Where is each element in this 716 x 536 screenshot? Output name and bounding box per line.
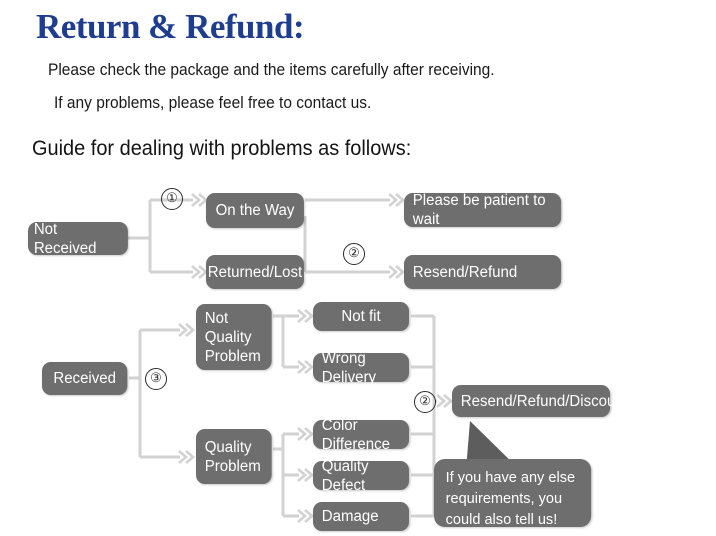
- node-not-received[interactable]: Not Received: [28, 221, 128, 257]
- guide-heading: Guide for dealing with problems as follo…: [32, 137, 412, 160]
- arrowhead-resendrefunddiscount: [436, 394, 453, 408]
- node-damage[interactable]: Damage: [313, 502, 410, 531]
- node-please-be-patient[interactable]: Please be patient to wait: [404, 192, 562, 228]
- arrowhead-qualitydefect: [297, 468, 314, 482]
- arrowhead-ontheway: [191, 193, 208, 207]
- arrowhead-colordiff: [297, 427, 314, 441]
- node-resend-refund-discount[interactable]: Resend/Refund/Discount: [452, 385, 628, 417]
- node-not-fit[interactable]: Not fit: [313, 302, 410, 331]
- arrowhead-returnedlost: [191, 265, 208, 279]
- arrowhead-damage: [297, 509, 314, 523]
- marker-1-icon: ①: [161, 188, 183, 210]
- arrowhead-quality: [178, 450, 195, 464]
- marker-2-bottom-icon: ②: [414, 391, 436, 413]
- arrowhead-resendrefund: [388, 265, 405, 279]
- marker-3-icon: ③: [145, 368, 167, 390]
- node-returned-lost[interactable]: Returned/Lost: [206, 255, 304, 289]
- arrowhead-patient: [388, 193, 405, 207]
- node-on-the-way[interactable]: On the Way: [206, 193, 304, 228]
- node-not-quality-problem[interactable]: Not Quality Problem: [196, 304, 272, 370]
- arrowhead-wrongdelivery: [297, 360, 314, 374]
- node-resend-refund[interactable]: Resend/Refund: [404, 255, 562, 289]
- callout-bubble: If you have any else requirements, you c…: [434, 459, 592, 528]
- node-color-difference[interactable]: Color Difference: [313, 417, 410, 453]
- arrowhead-notfit: [297, 309, 314, 323]
- node-wrong-delivery[interactable]: Wrong Delivery: [313, 350, 410, 386]
- node-received[interactable]: Received: [42, 362, 128, 395]
- arrowhead-notquality: [178, 323, 195, 337]
- intro-line-2: If any problems, please feel free to con…: [54, 94, 372, 112]
- marker-2-top-icon: ②: [343, 243, 365, 265]
- intro-line-1: Please check the package and the items c…: [48, 61, 495, 79]
- node-quality-defect[interactable]: Quality Defect: [313, 458, 410, 494]
- node-quality-problem[interactable]: Quality Problem: [196, 429, 272, 484]
- page-title: Return & Refund:: [36, 7, 305, 46]
